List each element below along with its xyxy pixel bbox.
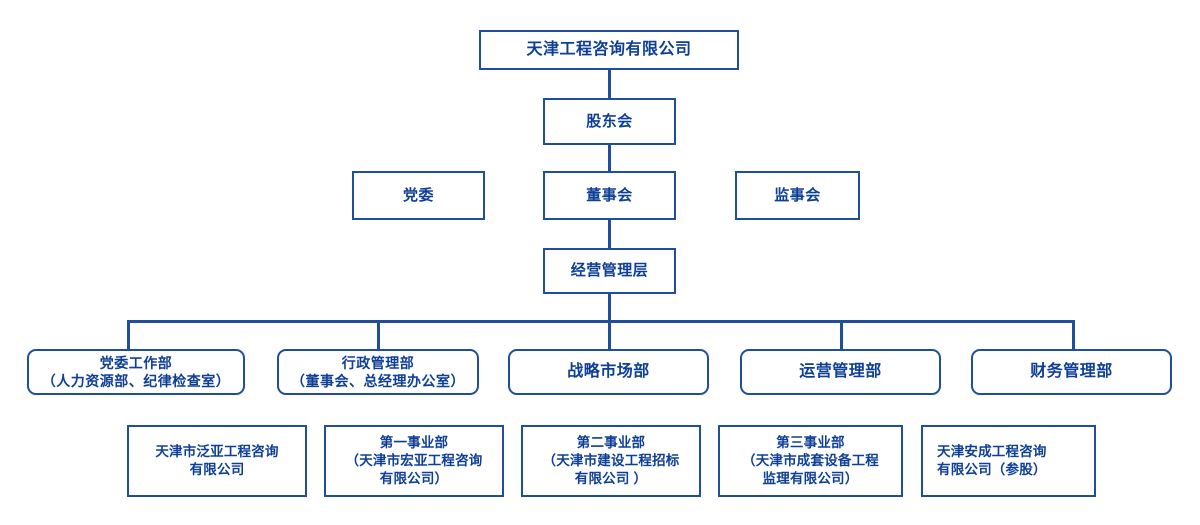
node-subsidiary-division-one-line3: 有限公司） — [379, 470, 449, 486]
node-party-committee-label: 党委 — [402, 186, 434, 204]
connector-management-to-bus — [608, 294, 611, 320]
node-subsidiary-division-three-line2: （天津市成套设备工程 — [742, 453, 879, 469]
node-root-company[interactable]: 天津工程咨询有限公司 — [479, 30, 739, 70]
node-supervisory-board[interactable]: 监事会 — [735, 171, 860, 220]
node-subsidiary-division-two-line2: （天津市建设工程招标 — [542, 453, 680, 469]
node-department-administration-line1: 行政管理部 — [341, 354, 415, 371]
node-management-layer-label: 经营管理层 — [570, 262, 649, 280]
node-management-layer[interactable]: 经营管理层 — [543, 248, 676, 294]
connector-board-to-management — [608, 220, 611, 248]
node-shareholders-meeting-label: 股东会 — [586, 112, 633, 130]
node-department-operations-line1: 运营管理部 — [799, 363, 882, 381]
connector-bus-drop-1 — [127, 320, 130, 349]
node-subsidiary-division-three-line1: 第三事业部 — [776, 435, 845, 451]
node-root-company-label: 天津工程咨询有限公司 — [526, 41, 692, 59]
connector-department-bus — [127, 320, 1075, 323]
node-subsidiary-division-one[interactable]: 第一事业部 （天津市宏亚工程咨询 有限公司） — [324, 425, 504, 497]
node-department-operations[interactable]: 运营管理部 — [740, 349, 941, 395]
node-department-party-work[interactable]: 党委工作部 （人力资源部、纪律检查室） — [27, 349, 245, 395]
node-party-committee[interactable]: 党委 — [352, 171, 485, 220]
node-subsidiary-ancheng[interactable]: 天津安成工程咨询 有限公司（参股） — [921, 425, 1096, 497]
node-department-strategy-market-line1: 战略市场部 — [567, 363, 650, 381]
node-subsidiary-division-two-line3: 有限公司 ） — [574, 470, 648, 486]
node-subsidiary-ancheng-line1: 天津安成工程咨询 — [937, 444, 1047, 460]
node-department-party-work-line2: （人力资源部、纪律检查室） — [41, 373, 231, 389]
node-subsidiary-fanya[interactable]: 天津市泛亚工程咨询 有限公司 — [127, 425, 307, 497]
node-board-of-directors[interactable]: 董事会 — [543, 171, 676, 220]
node-subsidiary-fanya-line1: 天津市泛亚工程咨询 — [155, 444, 279, 460]
connector-root-to-shareholders — [608, 69, 611, 98]
node-subsidiary-division-three-line3: 监理有限公司） — [762, 470, 859, 486]
node-department-strategy-market[interactable]: 战略市场部 — [508, 349, 709, 395]
node-department-party-work-line1: 党委工作部 — [99, 354, 173, 371]
node-department-administration-line2: （董事会、总经理办公室） — [291, 373, 465, 389]
node-subsidiary-ancheng-line2: 有限公司（参股） — [937, 462, 1047, 477]
node-subsidiary-division-three[interactable]: 第三事业部 （天津市成套设备工程 监理有限公司） — [718, 425, 903, 497]
connector-bus-drop-4 — [840, 320, 843, 349]
node-supervisory-board-label: 监事会 — [774, 186, 821, 204]
node-subsidiary-fanya-line2: 有限公司 — [189, 462, 245, 477]
node-department-finance-line1: 财务管理部 — [1030, 363, 1113, 381]
node-subsidiary-division-one-line1: 第一事业部 — [379, 435, 449, 451]
connector-shareholders-to-board — [608, 145, 611, 171]
node-subsidiary-division-two-line1: 第二事业部 — [576, 435, 646, 451]
connector-bus-drop-5 — [1072, 320, 1075, 349]
node-department-administration[interactable]: 行政管理部 （董事会、总经理办公室） — [277, 349, 479, 395]
node-department-finance[interactable]: 财务管理部 — [971, 349, 1172, 395]
connector-bus-drop-3 — [608, 320, 611, 349]
node-shareholders-meeting[interactable]: 股东会 — [543, 98, 676, 145]
node-board-of-directors-label: 董事会 — [586, 186, 633, 204]
connector-bus-drop-2 — [377, 320, 380, 349]
node-subsidiary-division-one-line2: （天津市宏亚工程咨询 — [345, 453, 483, 469]
node-subsidiary-division-two[interactable]: 第二事业部 （天津市建设工程招标 有限公司 ） — [521, 425, 701, 497]
